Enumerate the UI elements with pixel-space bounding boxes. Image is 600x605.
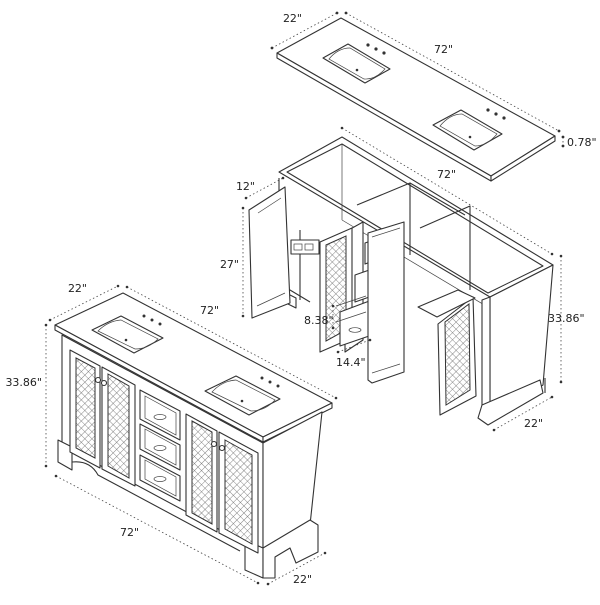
left-door-open (248, 186, 291, 319)
cabinet-depth-label: 22" (524, 417, 543, 430)
vanity-right-sink (204, 375, 281, 416)
vanity-width-top-label: 72" (200, 304, 219, 317)
drawer-height-label: 8.38" (304, 314, 334, 327)
center-right-door (367, 221, 405, 384)
door-height-label: 27" (220, 258, 239, 271)
cabinet-base-right (477, 379, 544, 426)
top-gap-label: 12" (236, 180, 255, 193)
countertop-thickness-label: 0.78" (567, 136, 597, 149)
assembled-vanity-drawing: 22" 72" 33.86" 72" 22" (5, 282, 338, 586)
vanity-depth-top-label: 22" (68, 282, 87, 295)
countertop-side-edge (490, 135, 556, 182)
countertop-drawing: 22" 72" 0.78" (270, 11, 597, 182)
vanity-width-bottom-label: 72" (120, 526, 139, 539)
cabinet-interior-back (286, 143, 544, 294)
countertop-depth-label: 22" (283, 12, 302, 25)
countertop-width-label: 72" (434, 43, 453, 56)
vanity-depth-bottom-label: 22" (293, 573, 312, 586)
cabinet-height-label: 33.86" (548, 312, 585, 325)
vanity-height-label: 33.86" (5, 376, 42, 389)
vanity-left-sink (91, 314, 164, 354)
right-shelf (417, 289, 476, 318)
right-sink (432, 108, 506, 151)
vanity-base-left (57, 439, 73, 471)
vanity-drawers (139, 389, 181, 502)
vanity-base-right (262, 519, 319, 579)
cabinet-width-label: 72" (437, 168, 456, 181)
drawer-width-label: 14.4" (336, 356, 366, 369)
left-sink (322, 43, 391, 84)
open-cabinet-drawing: 12" 27" 72" 33.86" 22" 8.38" 14.4" (220, 126, 585, 432)
